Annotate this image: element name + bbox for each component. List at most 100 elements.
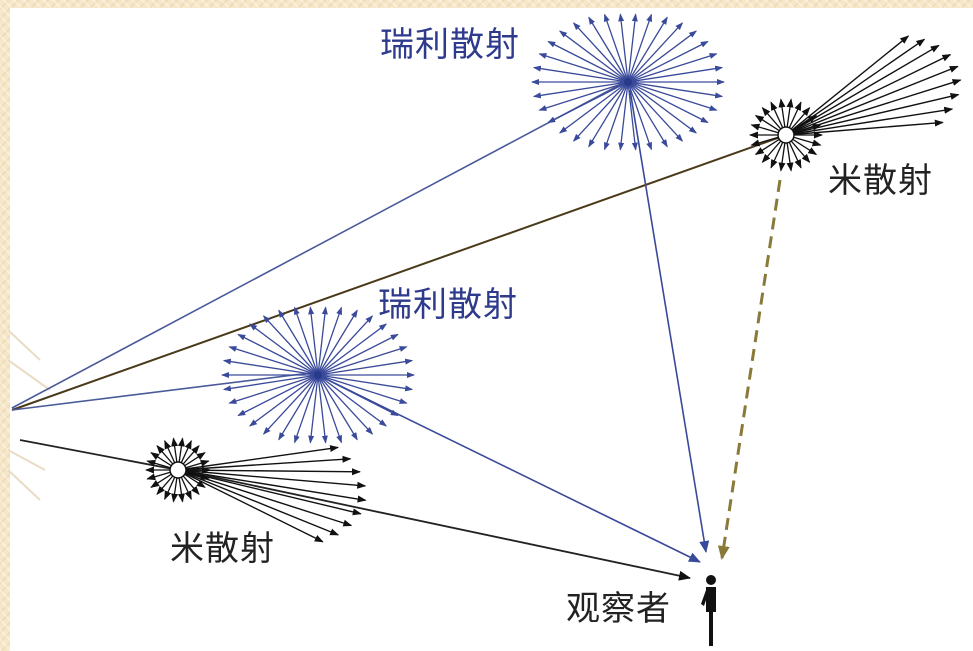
rayleigh-arrow — [627, 30, 697, 83]
rayleigh-arrow — [262, 315, 319, 376]
rayleigh-arrow — [228, 346, 319, 376]
ray-to-mie-top — [11, 134, 787, 411]
rayleigh-arrow — [627, 81, 638, 151]
rayleigh-particle — [624, 78, 632, 86]
rayleigh-arrow — [317, 346, 408, 376]
rayleigh-arrow — [627, 22, 684, 83]
rayleigh-arrow — [627, 81, 697, 134]
rayleigh-arrow — [627, 13, 638, 83]
rayleigh-arrow — [572, 81, 629, 142]
mie-label-top: 米散射 — [828, 161, 933, 201]
mie-arrow-long — [785, 38, 926, 136]
rayleigh-arrow — [627, 81, 684, 142]
mie-arrow-long — [177, 445, 340, 471]
observer-label: 观察者 — [566, 589, 671, 629]
rayleigh-arrow — [627, 65, 724, 83]
mie-arrow-long — [785, 65, 959, 136]
mie-arrow-long — [177, 469, 367, 489]
mie-arrow-long — [785, 79, 962, 136]
rayleigh-arrow — [278, 309, 319, 376]
rayleigh-label-middle: 瑞利散射 — [378, 285, 518, 325]
mie-bottom-to-observer — [179, 469, 691, 581]
rayleigh-arrow — [262, 374, 319, 435]
mie-scatter-bottom — [145, 437, 367, 543]
rayleigh-arrow — [249, 374, 319, 427]
rayleigh-arrow — [532, 65, 629, 83]
mie-top-to-observer-dashed — [717, 179, 782, 560]
rayleigh-particle — [314, 371, 322, 379]
rayleigh-arrow — [317, 358, 414, 376]
rayleigh-arrow — [559, 81, 629, 134]
mie-arrow-long — [177, 469, 353, 527]
ray-to-rayleigh-top — [11, 81, 626, 409]
rayleigh-arrow — [538, 53, 629, 83]
mie-arrow-long — [177, 469, 340, 536]
rayleigh-scatter-middle — [221, 306, 415, 444]
mie-arrow-long — [177, 469, 362, 516]
mie-arrow-long — [785, 119, 944, 136]
rayleigh-arrow — [627, 81, 718, 111]
mie-arrow-long — [177, 468, 361, 476]
rayleigh-arrow — [317, 306, 343, 376]
rayleigh-arrow — [317, 333, 399, 376]
rayleigh-arrow — [627, 40, 709, 83]
rayleigh-arrow — [627, 81, 724, 99]
rayleigh-arrow — [559, 30, 629, 83]
rayleigh-arrow — [249, 323, 319, 376]
rayleigh-arrow — [538, 81, 629, 111]
rayleigh-arrow — [293, 374, 319, 444]
rayleigh-arrow — [627, 81, 653, 151]
mie-arrow-long — [785, 93, 960, 136]
mie-scatter-top — [749, 35, 962, 172]
rayleigh-arrow — [603, 13, 629, 83]
rayleigh-arrow — [317, 315, 374, 376]
mie-arrow-long — [785, 44, 940, 136]
rayleigh-arrow — [317, 374, 343, 444]
rayleigh-arrow — [317, 374, 358, 441]
rayleigh-arrow — [547, 81, 629, 124]
rayleigh-arrow — [222, 358, 319, 376]
rayleigh-arrow — [618, 13, 629, 83]
rayleigh-arrow — [237, 333, 319, 376]
mie-particle — [777, 126, 795, 144]
rayleigh-arrow — [317, 306, 328, 376]
rayleigh-arrow — [237, 374, 319, 417]
rayleigh-label-top: 瑞利散射 — [380, 25, 520, 65]
rayleigh-arrow — [317, 374, 387, 427]
rayleigh-arrow — [278, 374, 319, 441]
rayleigh-arrow — [308, 306, 319, 376]
mie-arrow-long — [177, 469, 367, 503]
mie-arrow-long — [785, 53, 952, 136]
sun-glow — [7, 329, 51, 501]
rayleigh-arrow — [228, 374, 319, 404]
rayleigh-arrow — [588, 81, 629, 148]
mie-particle — [169, 461, 187, 479]
mie-arrow-long — [177, 469, 324, 543]
rayleigh-arrow — [627, 13, 653, 83]
mie-arrow-long — [785, 106, 954, 136]
rayleigh-arrow — [532, 81, 629, 99]
rayleigh-mid-to-observer — [319, 375, 701, 563]
rayleigh-arrow — [317, 309, 358, 376]
rayleigh-arrow — [627, 53, 718, 83]
rayleigh-arrow — [308, 374, 319, 444]
rayleigh-scatter-top — [531, 13, 725, 151]
rayleigh-arrow — [627, 81, 709, 124]
rayleigh-arrow — [317, 374, 374, 435]
rayleigh-arrow — [317, 374, 399, 417]
rayleigh-arrow — [627, 81, 668, 148]
rayleigh-arrow — [317, 323, 387, 376]
mie-arrow-long — [177, 455, 352, 471]
rayleigh-arrow — [588, 16, 629, 83]
rayleigh-arrow — [317, 374, 408, 404]
rayleigh-arrow — [618, 81, 629, 151]
rayleigh-arrow — [547, 40, 629, 83]
rayleigh-arrow — [317, 374, 328, 444]
observer-figure-icon — [701, 575, 716, 646]
mie-arrow-long — [785, 35, 910, 136]
rayleigh-arrow — [627, 16, 668, 83]
rayleigh-arrow — [317, 374, 414, 392]
rayleigh-arrow — [293, 306, 319, 376]
rayleigh-top-to-observer — [629, 89, 710, 553]
